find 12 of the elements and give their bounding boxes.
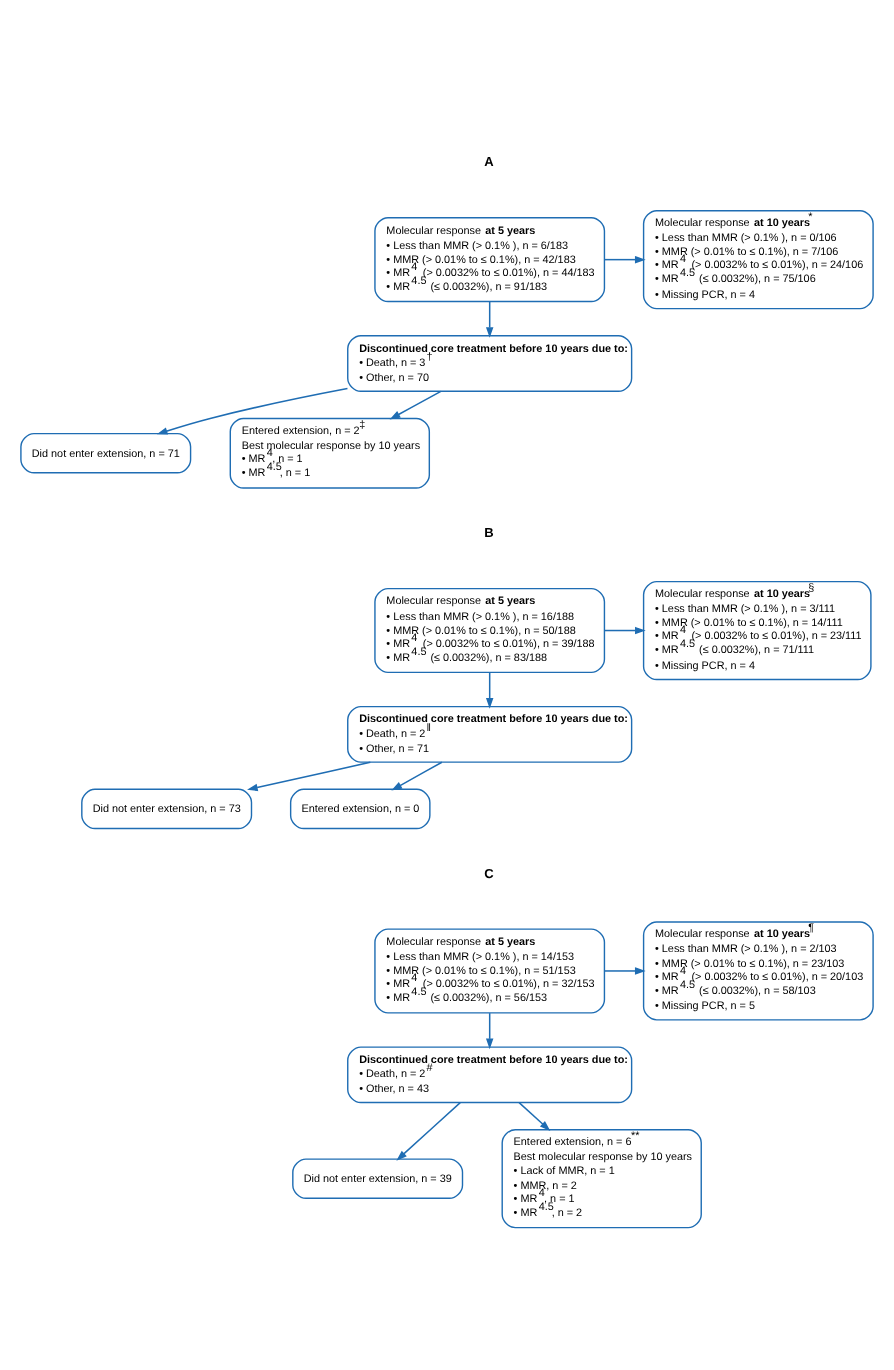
arrow (485, 1011, 494, 1049)
arrow (396, 1100, 461, 1160)
arrow (485, 670, 494, 708)
arrow (603, 966, 646, 974)
arrow (603, 254, 646, 263)
arrow (247, 760, 372, 791)
arrow (391, 760, 443, 790)
arrow (518, 1100, 551, 1130)
arrow (485, 300, 494, 337)
arrow (389, 389, 442, 419)
arrow (603, 625, 646, 634)
arrow (156, 386, 349, 434)
